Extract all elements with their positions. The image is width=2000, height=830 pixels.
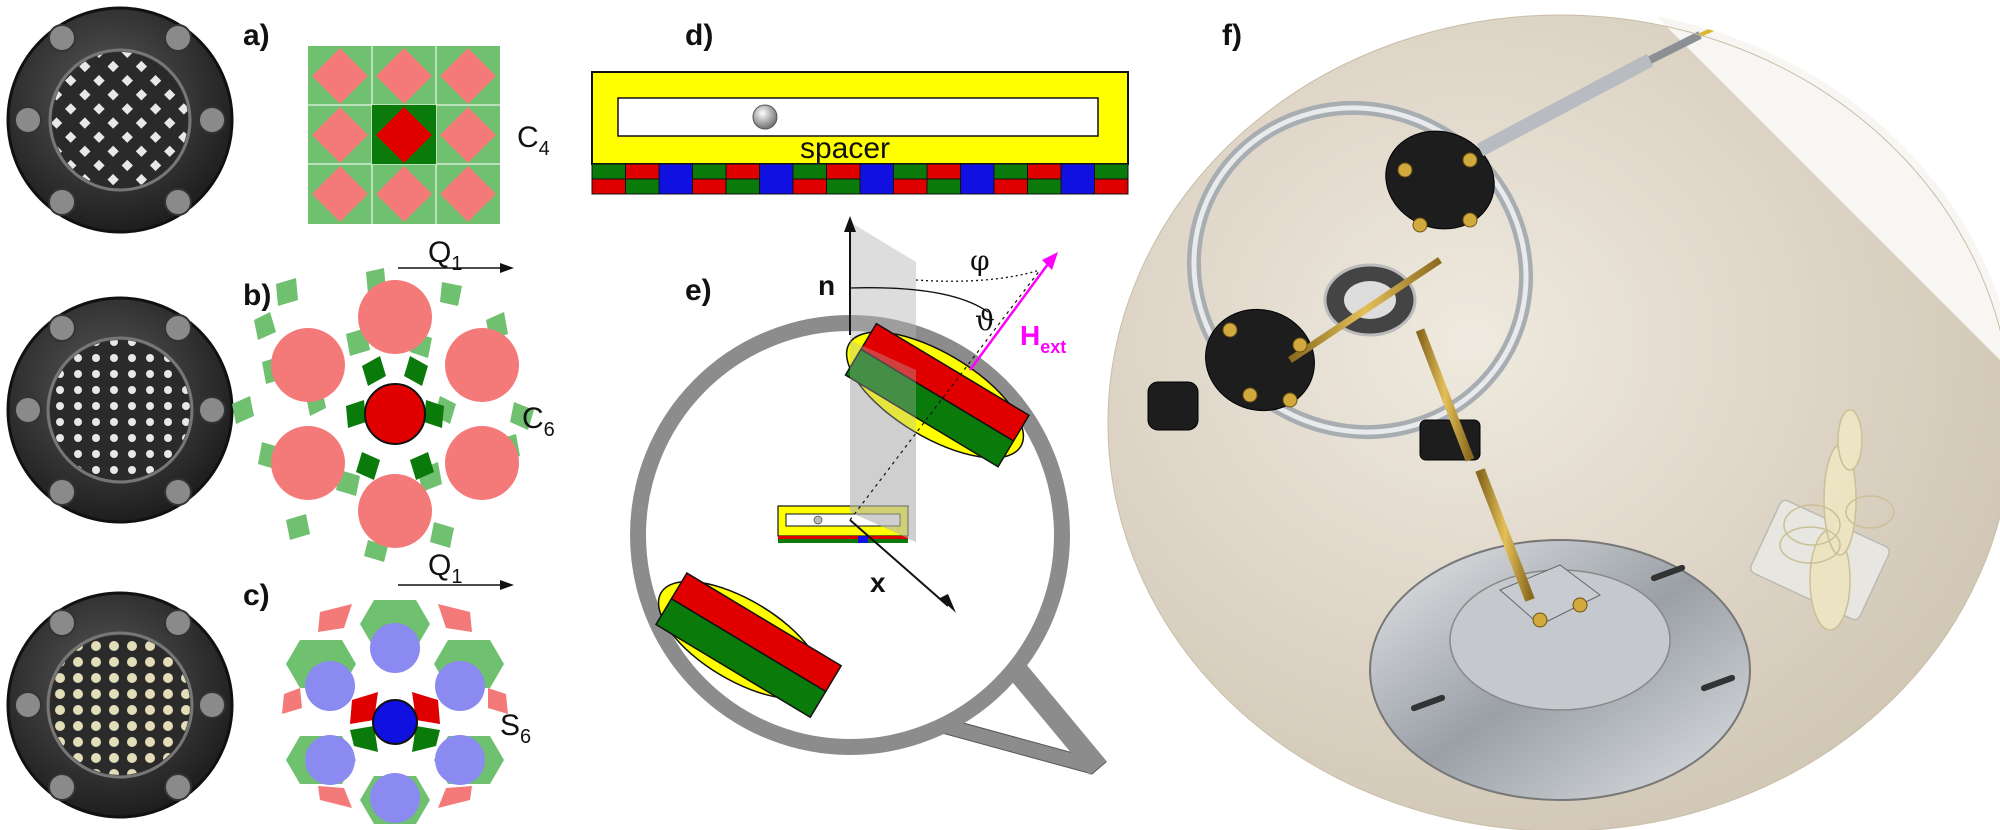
lower-magnet-bar	[654, 572, 843, 719]
field-label: Hext	[1020, 320, 1066, 357]
panel-label-d: d)	[685, 19, 713, 52]
rotation-geometry-diagram	[630, 216, 1108, 776]
strip-cell-top	[1027, 163, 1062, 180]
upper-magnet-bar	[844, 322, 1030, 468]
s6-lattice-diagram	[282, 600, 508, 824]
strip-cell-top	[692, 163, 727, 180]
symmetry-label-c6: C6	[522, 402, 555, 441]
strip-cell-top	[792, 163, 827, 180]
panel-label-c: c)	[243, 579, 270, 612]
strip-cell-blue	[658, 163, 693, 195]
strip-cell-top	[893, 163, 928, 180]
x-axis-label: x	[870, 567, 886, 598]
apparatus-photo	[1107, 7, 2000, 830]
q1-wavevector-arrow-1	[398, 263, 514, 273]
strip-cell-bottom	[625, 178, 660, 195]
strip-cell-bottom	[1027, 178, 1062, 195]
strip-cell-top	[1094, 163, 1129, 180]
normal-label: n	[818, 270, 835, 301]
phi-label: φ	[970, 244, 990, 277]
panel-label-a: a)	[243, 19, 270, 52]
panel-label-b: b)	[243, 279, 271, 312]
square-lattice-diagram	[308, 46, 500, 224]
strip-cell-bottom	[893, 178, 928, 195]
strip-cell-blue	[1060, 163, 1095, 195]
strip-cell-bottom	[725, 178, 760, 195]
strip-cell-top	[725, 163, 760, 180]
strip-cell-top	[926, 163, 961, 180]
symmetry-label-c4: C4	[517, 121, 550, 160]
strip-cell-top	[591, 163, 626, 180]
strip-cell-bottom	[926, 178, 961, 195]
strip-cell-bottom	[792, 178, 827, 195]
strip-cell-bottom	[993, 178, 1028, 195]
strip-cell-bottom	[591, 178, 626, 195]
panel-label-f: f)	[1222, 19, 1242, 52]
theta-label: ϑ	[975, 304, 995, 337]
sample-photo-b	[6, 296, 234, 524]
spacer-label: spacer	[800, 132, 890, 165]
symmetry-label-s6: S6	[500, 709, 531, 748]
strip-cell-top	[826, 163, 861, 180]
strip-cell-top	[993, 163, 1028, 180]
sample-photo-a	[6, 6, 234, 234]
sample-photo-c	[6, 591, 234, 819]
strip-cell-blue	[960, 163, 995, 195]
small-spacer	[777, 505, 909, 543]
q1-label-2: Q1	[428, 549, 462, 588]
q1-wavevector-arrow-2	[398, 580, 514, 590]
strip-cell-blue	[859, 163, 894, 195]
strip-cell-bottom	[1094, 178, 1129, 195]
q1-label-1: Q1	[428, 236, 462, 275]
strip-cell-bottom	[692, 178, 727, 195]
strip-cell-top	[625, 163, 660, 180]
magnet-strip	[591, 163, 1129, 195]
strip-cell-bottom	[826, 178, 861, 195]
panel-label-e: e)	[685, 274, 712, 307]
hexagonal-lattice-diagram	[232, 268, 534, 562]
spacer-diagram	[591, 71, 1129, 195]
strip-cell-blue	[759, 163, 794, 195]
